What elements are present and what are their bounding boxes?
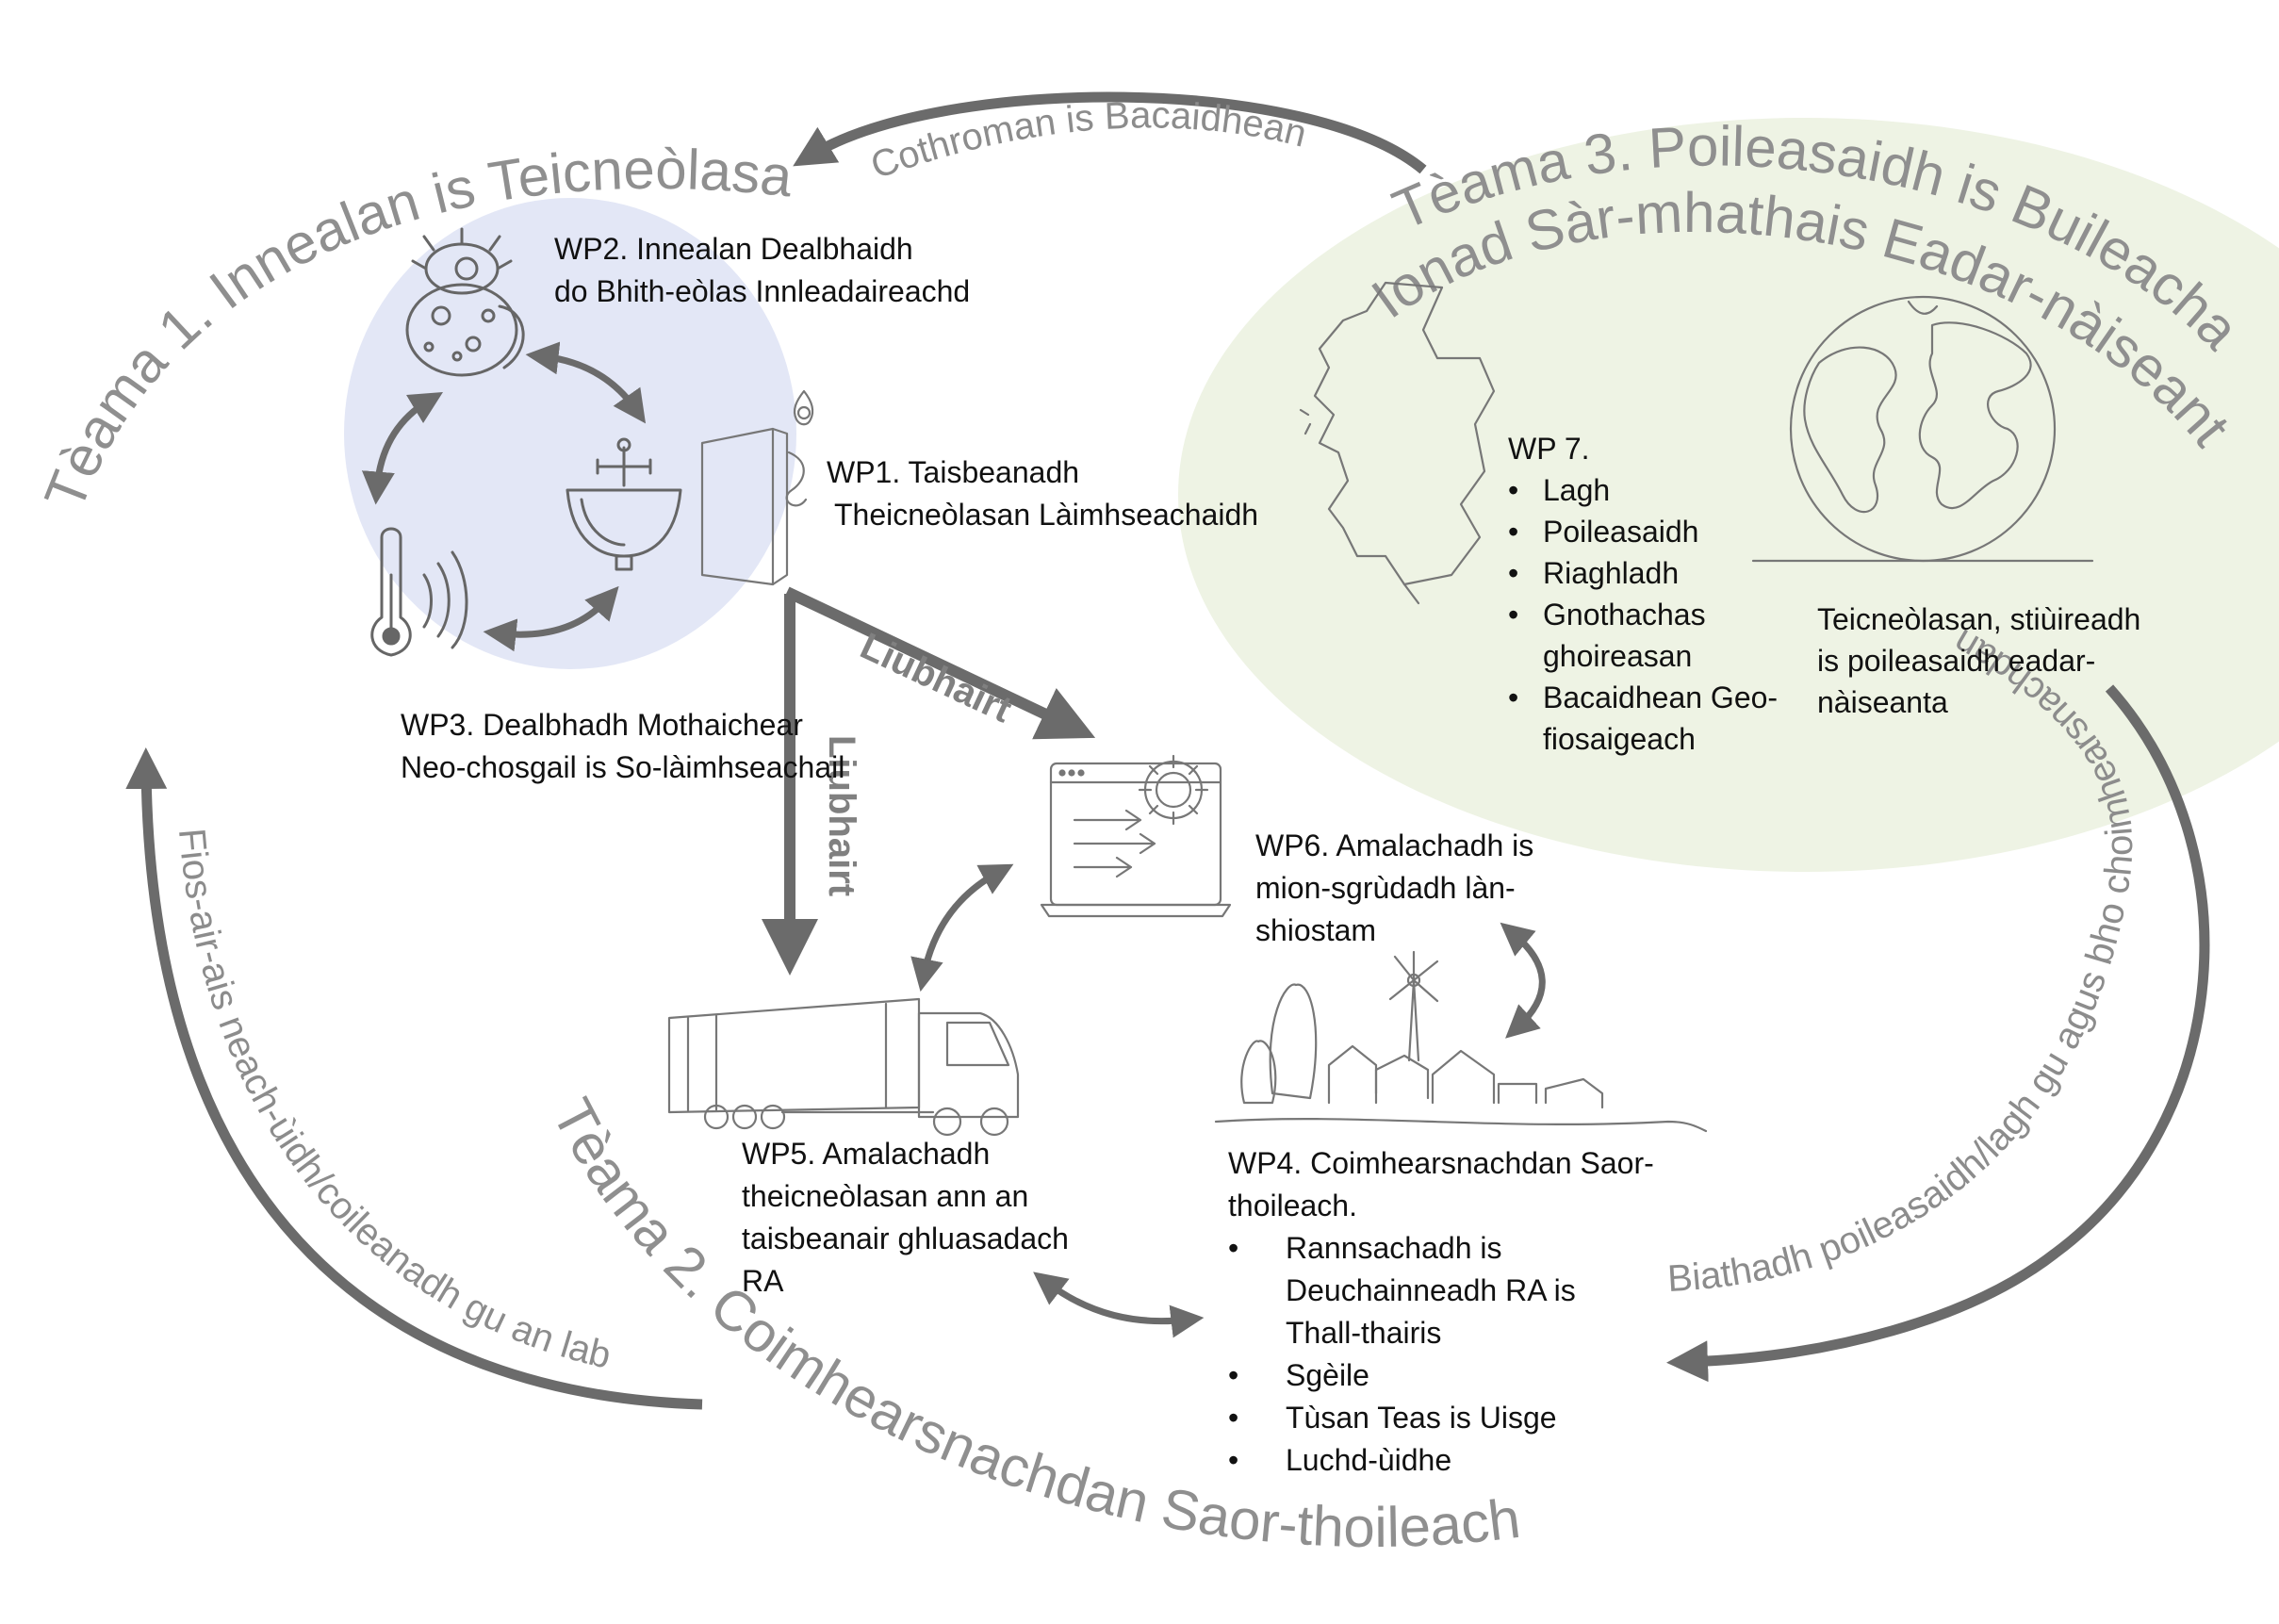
wp2-block: WP2. Innealan Dealbhaidh do Bhith-eòlas … [554, 232, 970, 308]
wp7-item-4-cont: ghoireasan [1543, 639, 1692, 673]
wp6-line3: shiostam [1255, 913, 1376, 947]
wp5-line2: theicneòlasan ann an [742, 1179, 1028, 1213]
wp7-item-1: Lagh [1543, 473, 1610, 507]
connectors [361, 341, 1546, 1338]
arc-left-arrow [125, 747, 703, 1410]
wp7-block: WP 7. • Lagh • Poileasaidh • Riaghladh •… [1508, 432, 1778, 756]
wp7-item-2: Poileasaidh [1543, 515, 1698, 549]
arc-left-label: Fios-air-ais neach-ùidh/coileanadh gu an… [171, 827, 615, 1377]
connector-computer-truck [910, 863, 1014, 992]
wp7-item-5-cont: fiosaigeach [1543, 722, 1696, 756]
wp2-line2: do Bhith-eòlas Innleadaireachd [554, 274, 970, 308]
wp4-item-1: Rannsachadh is [1286, 1231, 1501, 1265]
wp4-item-3: Tùsan Teas is Uisge [1286, 1401, 1557, 1435]
wp1-line2: Theicneòlasan Làimhseachaidh [834, 498, 1258, 532]
wp4-item-4: Luchd-ùidhe [1286, 1443, 1451, 1477]
wp1-block: WP1. Taisbeanadh Theicneòlasan Làimhseac… [827, 455, 1258, 532]
arc-right-arrow [1666, 684, 2210, 1383]
wp6-line1: WP6. Amalachadh is [1255, 828, 1533, 862]
globe-caption-block: Teicneòlasan, stiùireadh is poileasaidh … [1817, 602, 2140, 719]
delivery-label-diagonal: Liubhairt [854, 625, 1018, 730]
connector-wp6-village [1500, 922, 1546, 1039]
wp3-line2: Neo-chosgail is So-làimhseachail [401, 750, 844, 784]
wp4-title-line2: thoileach. [1228, 1189, 1357, 1222]
delivery-label-vertical: Liubhairt [821, 735, 862, 896]
wp5-line1: WP5. Amalachadh [742, 1137, 990, 1171]
wp7-bullet-4: • [1508, 598, 1518, 632]
microbe-icon [405, 227, 525, 377]
sink-icon [566, 437, 682, 571]
wp7-item-3: Riaghladh [1543, 556, 1679, 590]
arc-top-arrow [793, 91, 1427, 174]
connector-microbe-thermo [361, 391, 444, 505]
wp7-item-4: Gnothachas [1543, 598, 1706, 632]
wp5-block: WP5. Amalachadh theicneòlasan ann an tai… [742, 1137, 1069, 1298]
globe-caption-line3: nàiseanta [1817, 685, 1948, 719]
wp7-bullet-2: • [1508, 515, 1518, 549]
connector-thermo-sink [483, 585, 619, 652]
wp4-bullet-2: • [1228, 1358, 1238, 1392]
wp7-title: WP 7. [1508, 432, 1590, 466]
theme1-bubble [344, 198, 796, 669]
wp3-block: WP3. Dealbhadh Mothaichear Neo-chosgail … [401, 708, 844, 784]
wp4-block: WP4. Coimhearsnachdan Saor- thoileach. •… [1228, 1146, 1654, 1477]
wp7-bullet-3: • [1508, 556, 1518, 590]
village-icon [1214, 950, 1708, 1133]
connector-microbe-sink [525, 341, 647, 424]
wp1-line1: WP1. Taisbeanadh [827, 455, 1079, 489]
wp7-bullet-1: • [1508, 473, 1518, 507]
wp4-item-2: Sgèile [1286, 1358, 1369, 1392]
wp4-bullet-1: • [1228, 1231, 1238, 1265]
wp4-title-line1: WP4. Coimhearsnachdan Saor- [1228, 1146, 1654, 1180]
truck-icon [667, 997, 1020, 1137]
delivery-arrow-diagonal [784, 586, 1096, 740]
wp6-block: WP6. Amalachadh is mion-sgrùdadh làn- sh… [1255, 828, 1533, 947]
wp4-item-1-cont2: Thall-thairis [1286, 1316, 1441, 1350]
thermometer-icon [370, 527, 468, 657]
globe-icon [1751, 295, 2094, 563]
wp2-line1: WP2. Innealan Dealbhaidh [554, 232, 913, 266]
wp6-line2: mion-sgrùdadh làn- [1255, 871, 1516, 905]
wp5-line4: RA [742, 1264, 784, 1298]
wp4-bullet-4: • [1228, 1443, 1238, 1477]
wp4-item-1-cont1: Deuchainneadh RA is [1286, 1273, 1576, 1307]
wp7-item-5: Bacaidhean Geo- [1543, 681, 1778, 714]
device-icon [700, 389, 814, 586]
globe-caption-line2: is poileasaidh eadar- [1817, 644, 2095, 678]
connector-wp5-wp4 [1033, 1271, 1205, 1338]
wp3-line1: WP3. Dealbhadh Mothaichear [401, 708, 803, 742]
globe-caption-line1: Teicneòlasan, stiùireadh [1817, 602, 2140, 636]
scotland-map-icon [1299, 281, 1496, 605]
wp7-bullet-5: • [1508, 681, 1518, 714]
wp5-line3: taisbeanair ghluasadach [742, 1222, 1069, 1255]
theme3-bubble [1178, 118, 2279, 872]
computer-gear-icon [1040, 754, 1232, 918]
wp4-bullet-3: • [1228, 1401, 1238, 1435]
